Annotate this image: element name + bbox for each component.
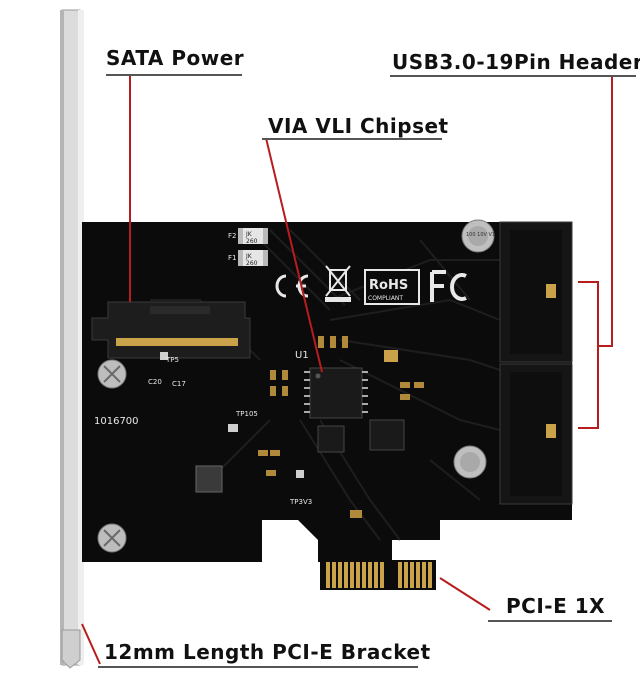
fuse-f1-label: F1: [228, 254, 236, 262]
callout-underline-chipset: [262, 138, 442, 140]
callout-usb-header: USB3.0-19Pin Header: [392, 50, 640, 74]
fuse-f2-label: F2: [228, 232, 236, 240]
fcc-mark: [430, 270, 467, 302]
gold-finger-contact: [362, 562, 366, 588]
fuse-f2: [238, 228, 268, 244]
rohs-mark: [364, 269, 420, 305]
smd-led: [384, 350, 398, 362]
gold-finger-contact: [398, 562, 402, 588]
mounting-screw-top: [97, 359, 127, 389]
fuse-f1-text-a: JK: [245, 253, 253, 260]
board-serial: 1016700: [94, 416, 139, 427]
callout-underline-usb: [390, 75, 636, 77]
gold-finger-contact: [332, 562, 336, 588]
gold-finger-contact: [344, 562, 348, 588]
gold-finger-contact: [350, 562, 354, 588]
c17-label: C17: [172, 380, 186, 388]
gold-finger-contact: [338, 562, 342, 588]
rohs-text: RoHS: [369, 278, 408, 293]
gold-finger-contact: [368, 562, 372, 588]
fuse-f2-text-b: 260: [246, 238, 258, 245]
gold-finger-contact: [404, 562, 408, 588]
gold-finger-contact: [422, 562, 426, 588]
pcie-gold-fingers: [320, 560, 436, 590]
rohs-sub-text: COMPLIANT: [368, 295, 403, 302]
via-vli-chip: [304, 367, 368, 419]
chip-designator: U1: [295, 350, 309, 361]
capacitor-label: 100 10V V1: [466, 232, 495, 238]
tp105-label: TP105: [235, 410, 258, 418]
callout-leader-lines: [81, 76, 613, 665]
tp5-label: TP5: [165, 356, 179, 364]
mounting-screw-bottom: [97, 523, 127, 553]
callout-sata-power: SATA Power: [106, 46, 245, 70]
callout-bracket: 12mm Length PCI-E Bracket: [104, 640, 431, 664]
capacitor-top: [461, 219, 495, 253]
callout-pcie-1x: PCI-E 1X: [506, 594, 606, 618]
weee-bin-icon: [325, 265, 351, 302]
gold-finger-contact: [380, 562, 384, 588]
gold-finger-contact: [428, 562, 432, 588]
sata-power-connector: [91, 301, 251, 359]
fuse-f1: [238, 250, 268, 266]
usb-header-upper: [499, 221, 573, 363]
fuse-f1-text-b: 260: [246, 260, 258, 267]
gold-finger-contact: [416, 562, 420, 588]
capacitor-bottom: [453, 445, 487, 479]
gold-finger-contact: [374, 562, 378, 588]
usb-header-lower: [499, 363, 573, 505]
gold-finger-contact: [410, 562, 414, 588]
callout-underline-pcie: [488, 620, 612, 622]
pcie-bracket: [60, 9, 84, 669]
secondary-ic: [369, 419, 405, 451]
inductor: [195, 465, 223, 493]
tp3v3-label: TP3V3: [289, 498, 312, 506]
c20-label: C20: [148, 378, 162, 386]
gold-finger-contact: [356, 562, 360, 588]
callout-underline-sata: [106, 74, 242, 76]
callout-via-vli-chipset: VIA VLI Chipset: [268, 114, 449, 138]
callout-underline-bracket: [98, 666, 418, 668]
crystal-oscillator: [317, 425, 345, 453]
fuse-f2-text-a: JK: [245, 231, 253, 238]
silkscreen: F2 F1 JK 260 JK 260 RoHS COMPLIANT U1 10…: [94, 231, 495, 506]
gold-finger-contact: [326, 562, 330, 588]
smd-components: [160, 336, 424, 518]
